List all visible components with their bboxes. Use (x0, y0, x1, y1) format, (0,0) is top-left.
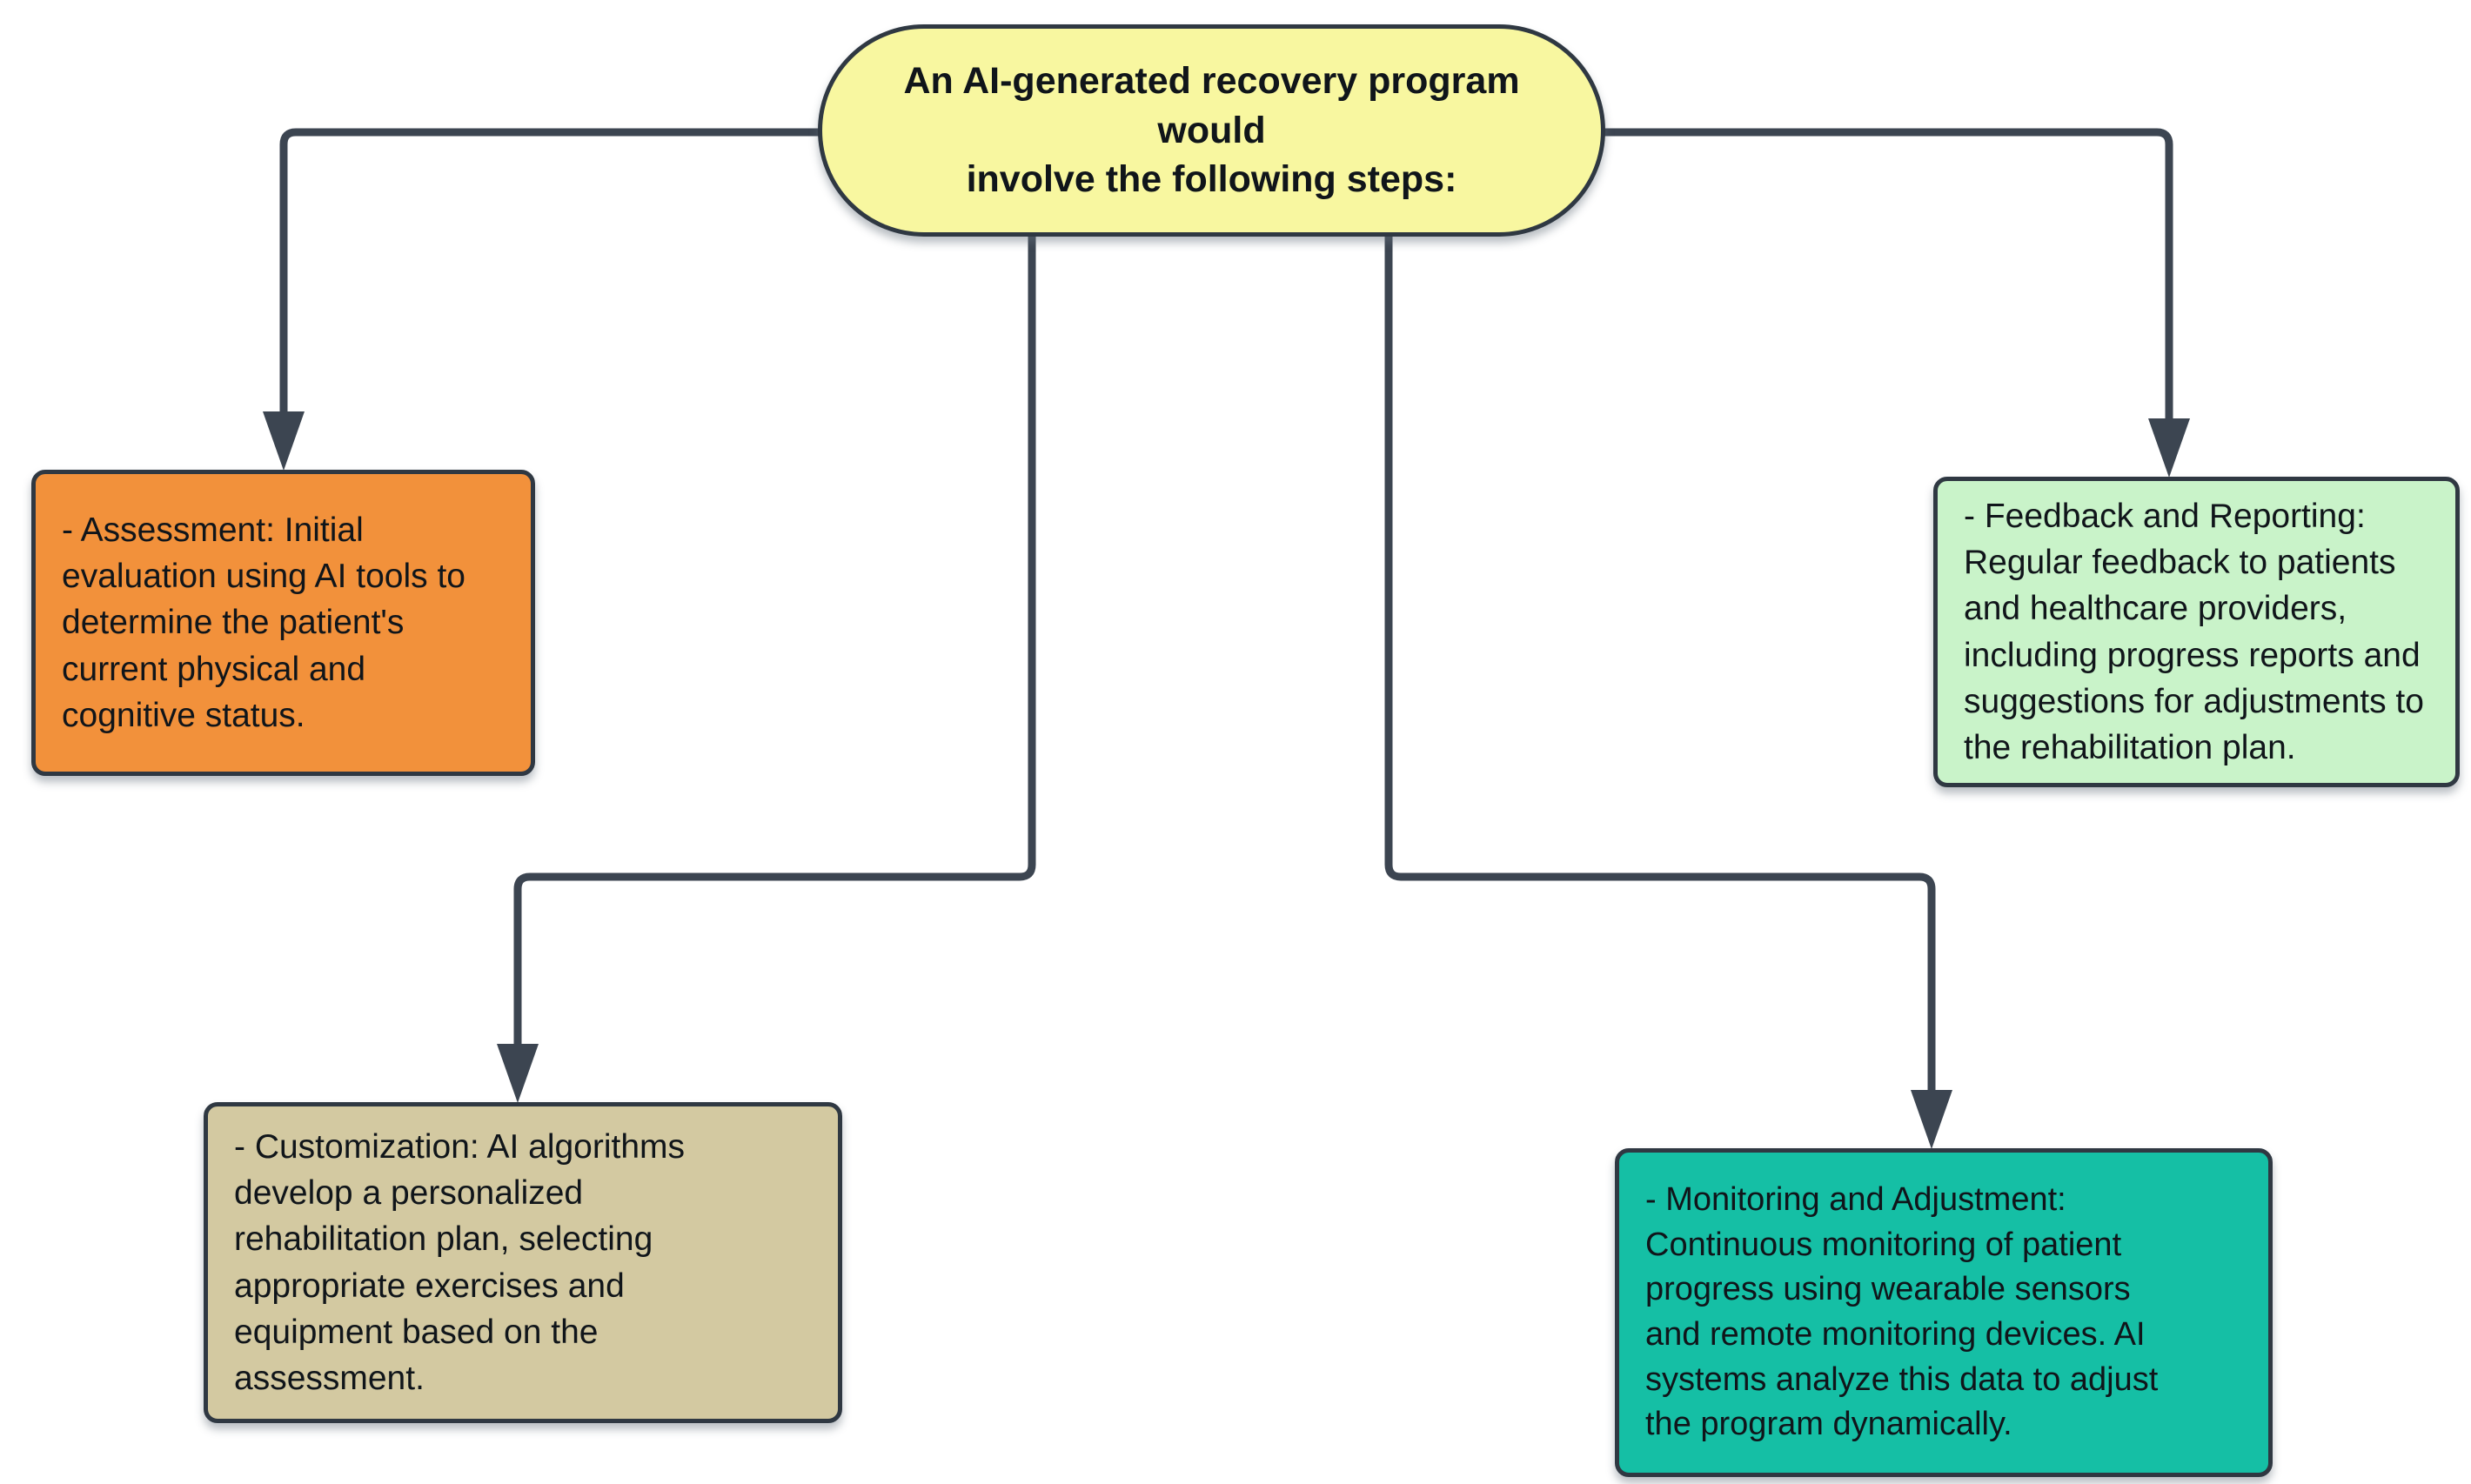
arrowhead-feedback (2148, 418, 2190, 478)
arrowhead-monitoring (1911, 1090, 1952, 1149)
connector-feedback (1604, 128, 2173, 423)
connector-assessment (279, 128, 833, 416)
connector-monitoring (1384, 233, 1936, 1094)
feedback-and-reporting-node: - Feedback and Reporting: Regular feedba… (1933, 477, 2460, 787)
arrowhead-customization (497, 1044, 539, 1103)
assessment-node: - Assessment: Initial evaluation using A… (31, 470, 535, 776)
root-node-title: An AI-generated recovery program would i… (818, 24, 1605, 237)
monitoring-and-adjustment-node: - Monitoring and Adjustment: Continuous … (1615, 1148, 2273, 1477)
customization-node: - Customization: AI algorithms develop a… (204, 1102, 842, 1423)
arrowhead-assessment (263, 411, 305, 471)
connector-customization (513, 233, 1036, 1048)
